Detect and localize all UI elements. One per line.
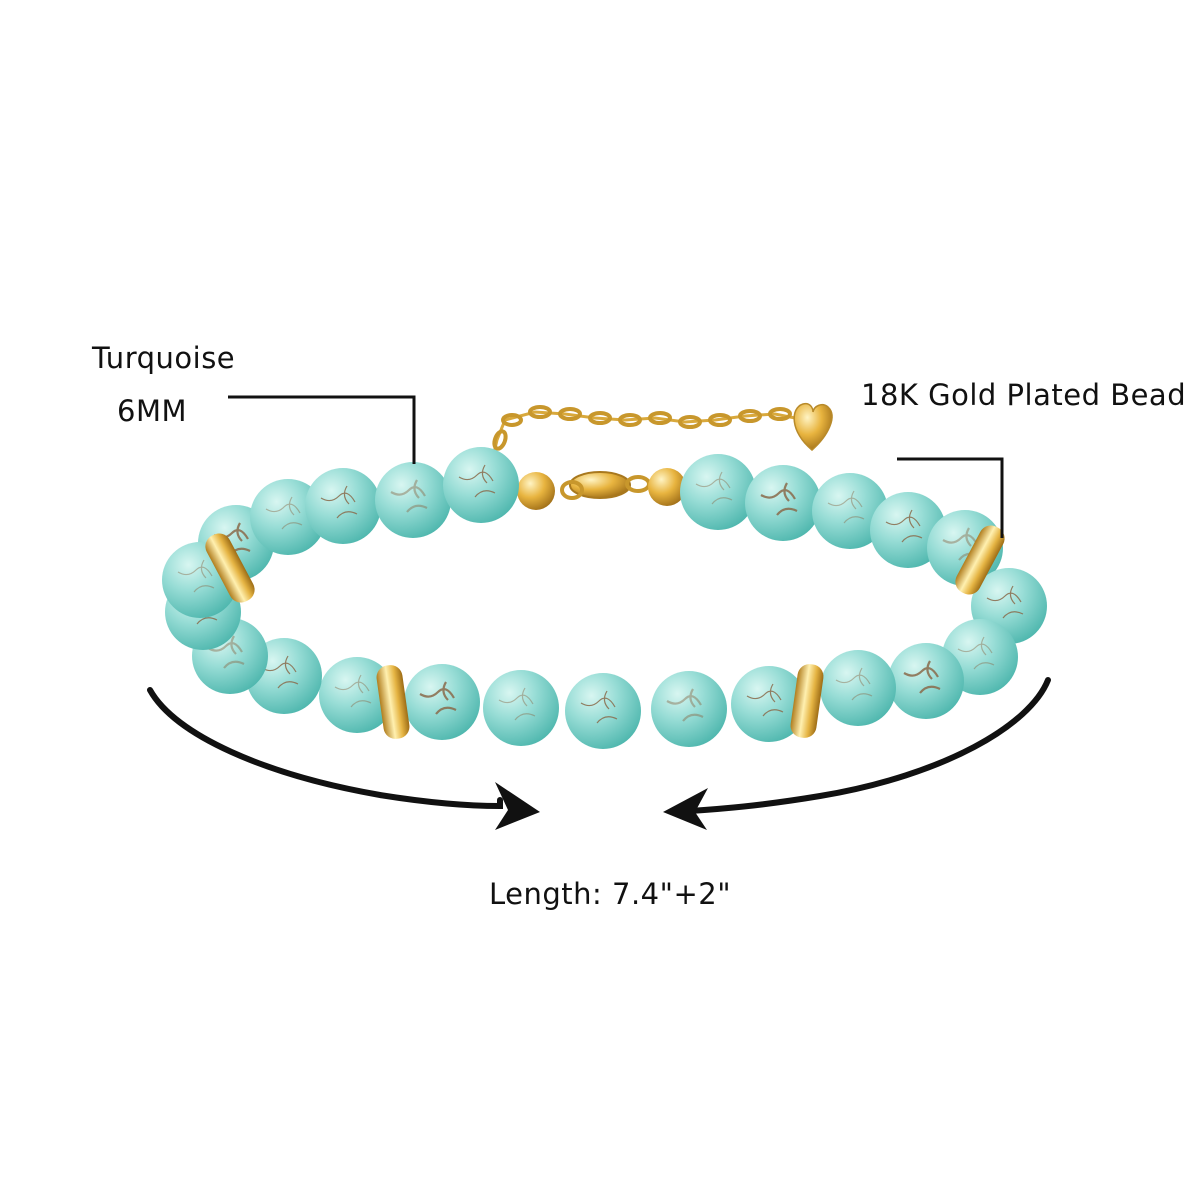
bead-matrix-vein bbox=[827, 490, 865, 524]
bead-matrix-vein bbox=[458, 464, 496, 498]
turquoise-bead bbox=[483, 670, 559, 746]
turquoise-bead bbox=[375, 462, 451, 538]
bead-matrix-vein bbox=[261, 655, 299, 689]
turquoise-bead bbox=[731, 666, 807, 742]
turquoise-bead bbox=[870, 492, 946, 568]
gold-spacer-beads bbox=[205, 525, 1005, 739]
turquoise-bead bbox=[812, 473, 888, 549]
turquoise-bead bbox=[820, 650, 896, 726]
label-turquoise: Turquoise bbox=[92, 341, 236, 375]
turquoise-bead bbox=[745, 465, 821, 541]
bead-matrix-vein bbox=[419, 681, 457, 715]
length-arc-left bbox=[147, 687, 503, 810]
turquoise-bead bbox=[319, 657, 395, 733]
bead-matrix-vein bbox=[390, 479, 428, 513]
turquoise-bead bbox=[404, 664, 480, 740]
turquoise-bead bbox=[888, 643, 964, 719]
label-gold-plated-bead: 18K Gold Plated Bead bbox=[861, 378, 1187, 412]
bead-matrix-vein bbox=[334, 674, 372, 708]
gold-spacer-bead bbox=[790, 664, 824, 738]
bead-matrix-vein bbox=[580, 690, 618, 724]
bead-matrix-vein bbox=[177, 559, 215, 593]
bead-matrix-vein bbox=[885, 509, 923, 543]
turquoise-callout-line bbox=[228, 395, 416, 464]
bead-matrix-vein bbox=[957, 636, 995, 670]
turquoise-bead bbox=[443, 447, 519, 523]
bead-matrix-vein bbox=[986, 585, 1024, 619]
length-arrowhead-left-icon bbox=[495, 782, 540, 830]
gold-bead-callout-line bbox=[897, 457, 1004, 538]
bead-matrix-vein bbox=[760, 482, 798, 516]
gold-spacer-bead bbox=[376, 665, 410, 739]
lobster-clasp bbox=[560, 471, 651, 500]
bead-matrix-vein bbox=[835, 667, 873, 701]
length-arrowhead-right-icon bbox=[663, 788, 708, 830]
bead-matrix-vein bbox=[903, 660, 941, 694]
length-arc-right bbox=[687, 677, 1051, 814]
turquoise-bead bbox=[565, 673, 641, 749]
turquoise-bead bbox=[305, 468, 381, 544]
label-length: Length: 7.4"+2" bbox=[489, 877, 732, 911]
extender-chain bbox=[488, 405, 796, 471]
gold-end-bead-right bbox=[648, 468, 686, 506]
gold-spacer-bead bbox=[955, 525, 1005, 595]
turquoise-bead bbox=[680, 454, 756, 530]
bead-matrix-vein bbox=[498, 687, 536, 721]
label-bead-size: 6MM bbox=[117, 394, 187, 428]
bead-matrix-vein bbox=[207, 635, 245, 669]
gold-end-bead-left bbox=[517, 472, 555, 510]
bead-matrix-vein bbox=[695, 471, 733, 505]
bead-matrix-vein bbox=[320, 485, 358, 519]
turquoise-bead bbox=[651, 671, 727, 747]
turquoise-beads bbox=[162, 447, 1047, 749]
bead-matrix-vein bbox=[265, 496, 303, 530]
heart-charm-icon bbox=[793, 402, 833, 451]
bead-matrix-vein bbox=[746, 683, 784, 717]
bead-matrix-vein bbox=[666, 688, 704, 722]
gold-spacer-bead bbox=[205, 533, 255, 603]
